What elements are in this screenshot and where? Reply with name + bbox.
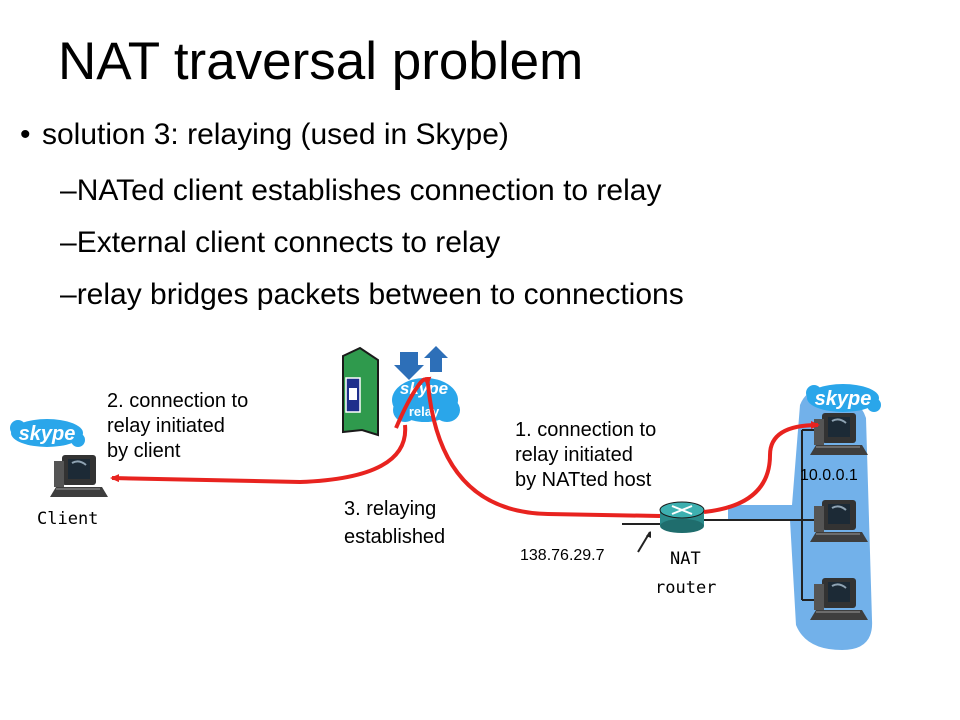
relaying-curve xyxy=(394,377,430,429)
sub-bullet: –External client connects to relay xyxy=(60,226,501,259)
router-label: router xyxy=(655,578,717,598)
bullet-dot: • xyxy=(20,118,31,151)
sub-bullet-text: relay bridges packets between to connect… xyxy=(76,278,684,311)
nat-label: NAT xyxy=(670,549,701,569)
bullet-main-text: solution 3: relaying (used in Skype) xyxy=(42,118,509,151)
client-connection-label: 2. connection to relay initiated by clie… xyxy=(107,389,248,464)
client-connection-curve xyxy=(110,424,408,485)
client-label: Client xyxy=(37,509,99,529)
nat-public-ip-label: 138.76.29.7 xyxy=(520,547,605,564)
relaying-label: 3. relaying established xyxy=(344,495,445,551)
relaying-label-line: 3. relaying xyxy=(344,498,437,520)
sub-bullet-text: NATed client establishes connection to r… xyxy=(76,174,662,207)
nat-connection-label-line: 1. connection to xyxy=(515,419,657,441)
bullet-main: • solution 3: relaying (used in Skype) xyxy=(20,115,509,155)
relay-server-icon xyxy=(342,346,379,437)
nat-router-icon xyxy=(659,501,705,533)
private-ip-label: 10.0.0.1 xyxy=(800,467,858,484)
client-connection-label-line: relay initiated xyxy=(107,415,225,437)
nat-connection-label-line: by NATted host xyxy=(515,469,652,491)
slide-title: NAT traversal problem xyxy=(58,32,584,91)
sub-bullet: –NATed client establishes connection to … xyxy=(60,174,662,207)
client-connection-label-line: 2. connection to xyxy=(107,390,249,412)
sub-bullet-text: External client connects to relay xyxy=(76,226,501,259)
client-computer-icon xyxy=(49,454,109,498)
client-connection-label-line: by client xyxy=(107,440,181,462)
client-skype-logo-text: skype xyxy=(19,423,76,445)
nat-connection-curve xyxy=(423,376,661,518)
relaying-label-line: established xyxy=(344,526,446,548)
nat-ip-pointer-head xyxy=(646,531,651,538)
host-skype-logo-icon: skype xyxy=(806,384,881,412)
host-skype-logo-text: skype xyxy=(815,388,872,410)
relay-label: relay xyxy=(409,404,440,419)
lan-links xyxy=(702,429,830,601)
client-skype-logo-icon: skype xyxy=(10,419,85,447)
up-down-arrows-icon xyxy=(394,346,448,380)
nat-connection-label-line: relay initiated xyxy=(515,444,633,466)
host-connection-curve xyxy=(703,421,820,514)
nat-connection-label: 1. connection to relay initiated by NATt… xyxy=(515,418,656,493)
sub-bullet: –relay bridges packets between to connec… xyxy=(60,278,684,311)
